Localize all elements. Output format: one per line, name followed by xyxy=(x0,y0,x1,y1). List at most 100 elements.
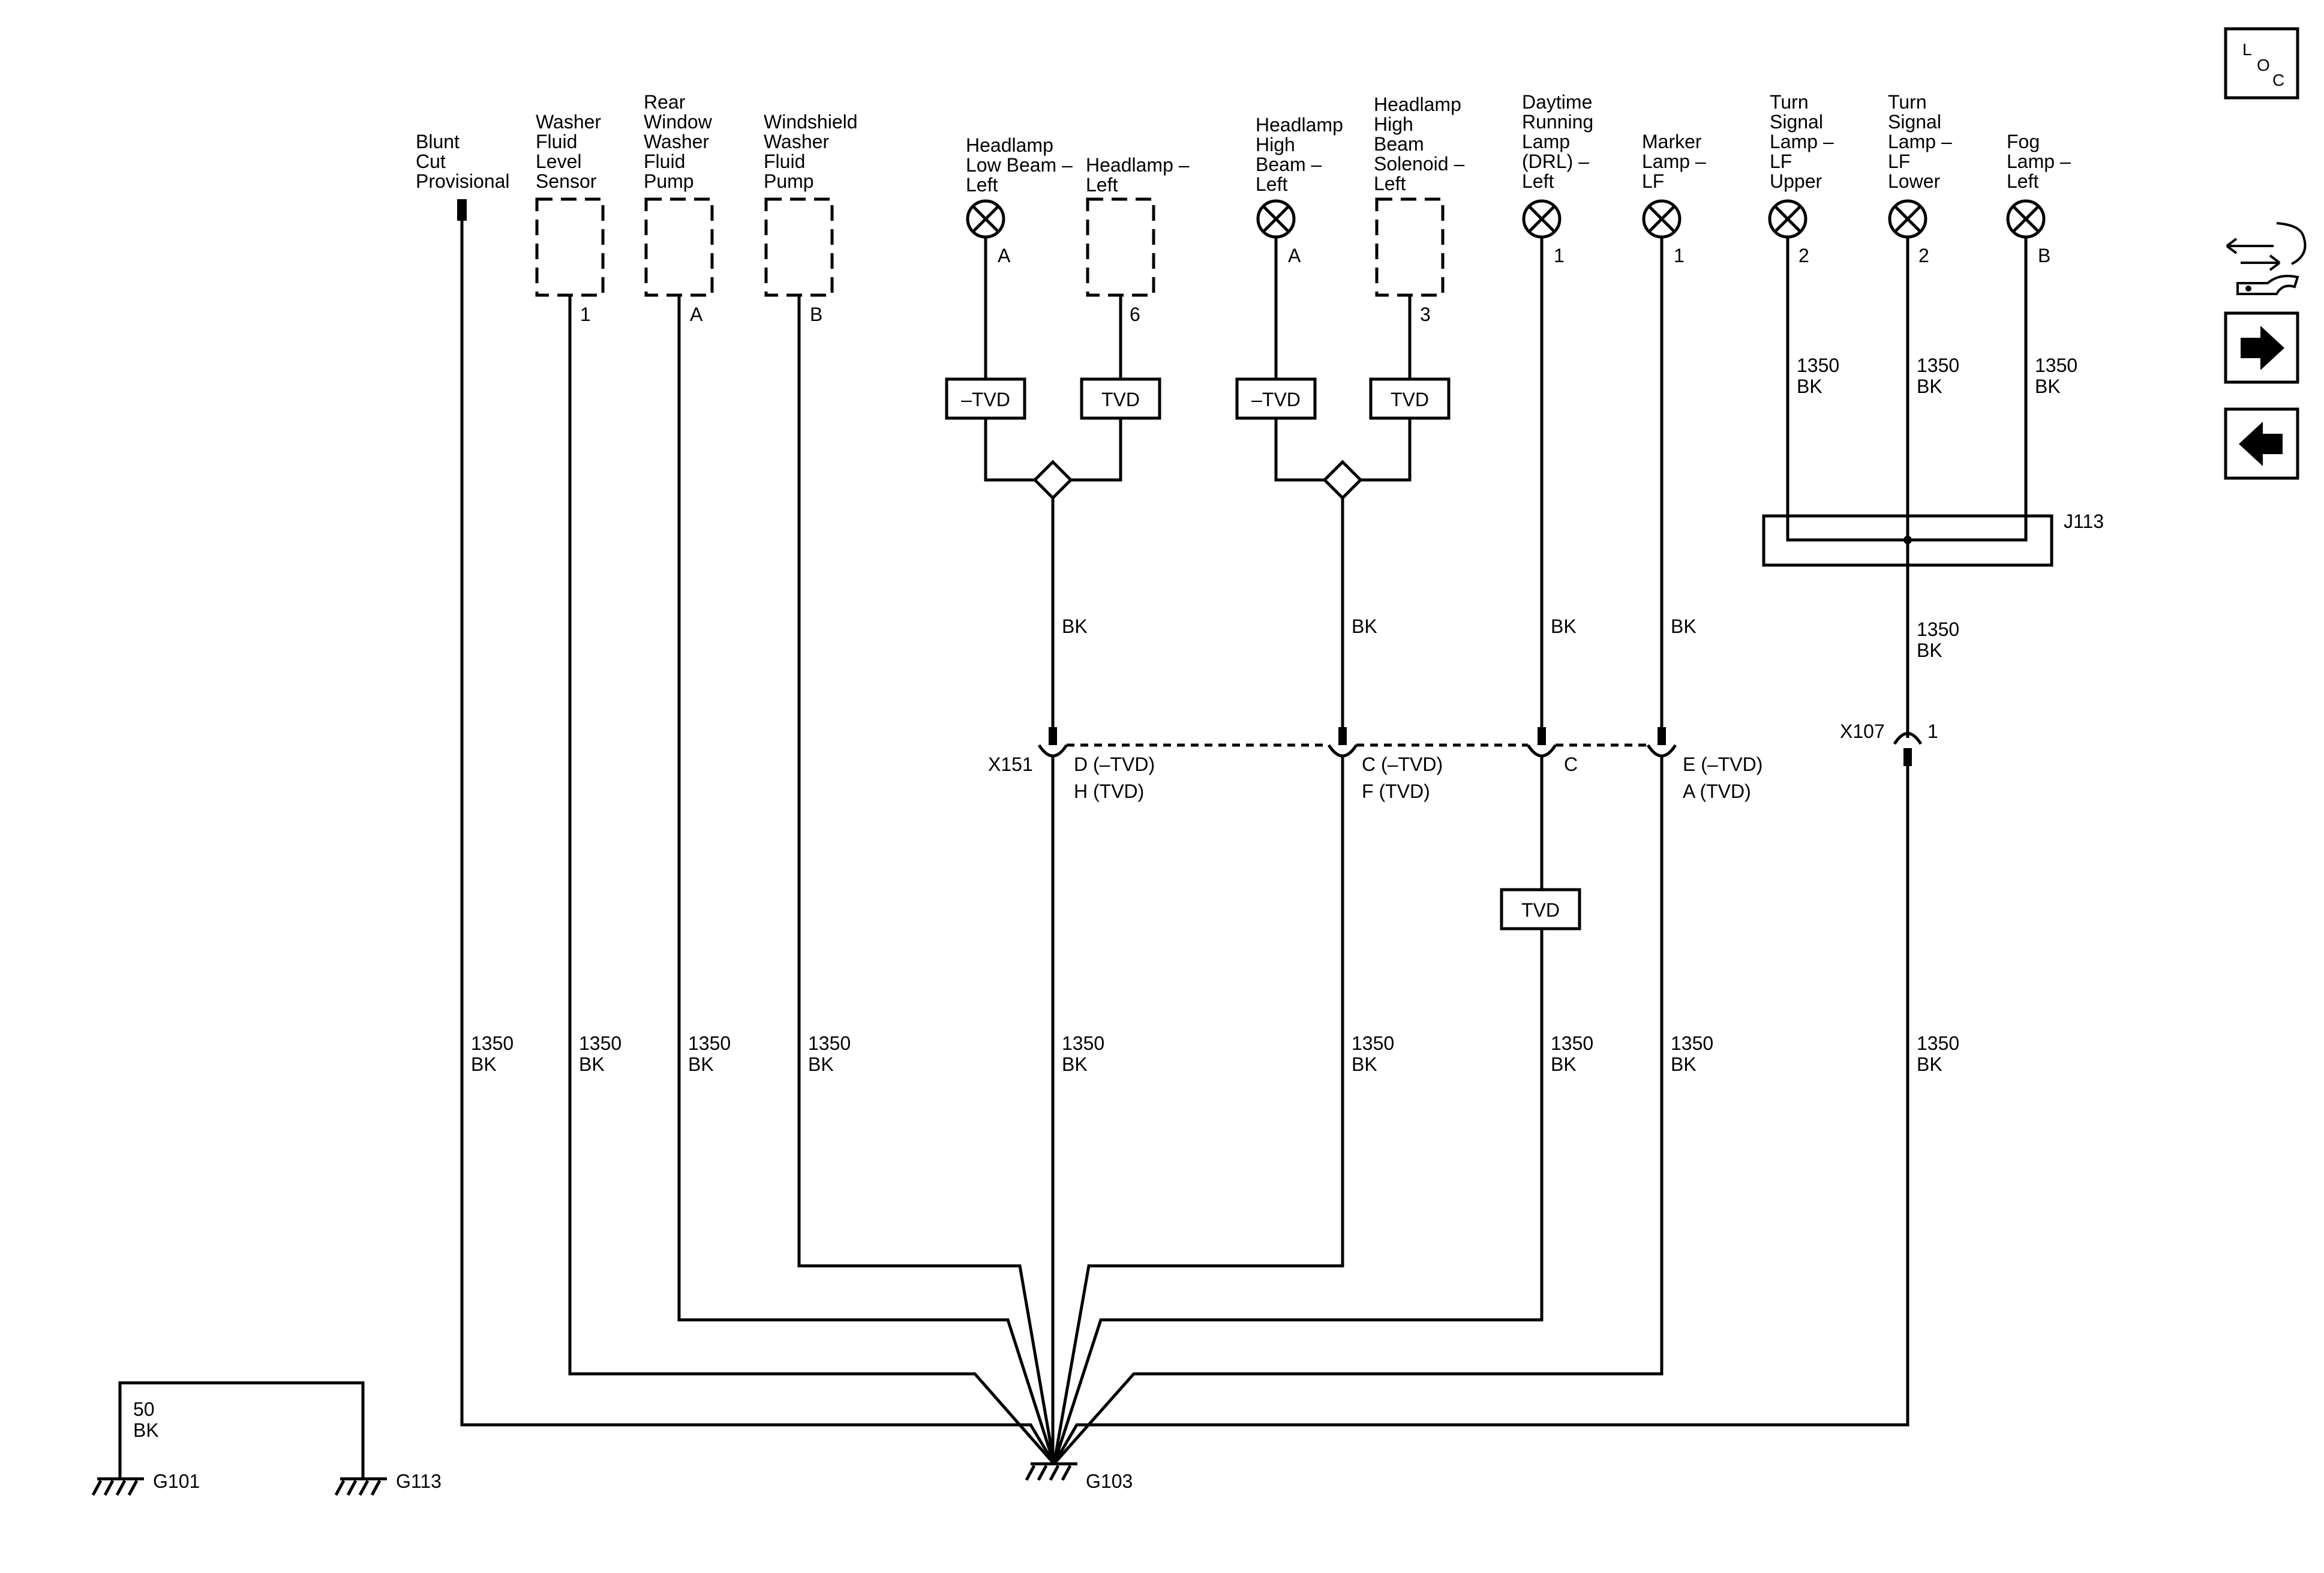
splice-pack-j113: J113 xyxy=(1762,511,2104,567)
label-line: Lower xyxy=(1888,170,1941,192)
label-line: Washer xyxy=(536,111,601,133)
x151-pin-d: D (–TVD) xyxy=(1074,754,1155,775)
pin-ws-washer: B xyxy=(810,304,822,325)
label-headlamp-left: Headlamp –Left xyxy=(1086,154,1190,196)
lamp-icon xyxy=(1522,199,1562,239)
connector-x107: X107 1 xyxy=(1840,721,1938,766)
label-line: Fluid xyxy=(536,131,577,152)
ground-g113-label: G113 xyxy=(396,1470,442,1492)
label-line: Cut xyxy=(416,151,446,172)
label-line: LF xyxy=(1888,151,1910,172)
label-line: Lamp – xyxy=(1642,151,1706,172)
ground-g101-icon: G101 xyxy=(91,1470,200,1496)
ground-g103-icon: G103 xyxy=(1025,1462,1133,1492)
lamp-icon xyxy=(966,199,1005,239)
wire-gauge: 1350 xyxy=(688,1032,731,1054)
label-line: Left xyxy=(966,174,998,196)
ws-washer-pump-box xyxy=(764,197,834,297)
wire-gauge: 1350 xyxy=(1352,1032,1394,1054)
option-tvd: TVD xyxy=(1101,389,1140,410)
lamp-icon xyxy=(2006,199,2046,239)
label-line: Pump xyxy=(764,170,814,192)
lamp-icon xyxy=(1256,199,1296,239)
label-line: Solenoid – xyxy=(1374,153,1464,175)
label-line: Headlamp xyxy=(1256,114,1343,136)
label-line: Provisional xyxy=(416,170,510,192)
label-line: Fog xyxy=(2007,131,2040,152)
wire-color: BK xyxy=(1062,1053,1088,1075)
label-line: Windshield xyxy=(764,111,858,133)
washer-level-sensor-box xyxy=(535,197,605,297)
label-line: Low Beam – xyxy=(966,154,1073,176)
wires-upper xyxy=(984,237,2028,738)
label-line: Blunt xyxy=(416,131,460,152)
option-tvd: TVD xyxy=(1521,899,1560,921)
label-line: Left xyxy=(1522,170,1554,192)
option-ntvd: –TVD xyxy=(1251,389,1301,410)
label-line: Running xyxy=(1522,111,1593,133)
wire-gauge: 1350 xyxy=(471,1032,514,1054)
label-line: Turn xyxy=(1888,91,1927,113)
x151-pin-e: E (–TVD) xyxy=(1683,754,1762,775)
option-ntvd: –TVD xyxy=(961,389,1010,410)
connector-repair-icon[interactable] xyxy=(2226,222,2307,295)
label-line: Left xyxy=(1256,173,1287,195)
label-line: Washer xyxy=(764,131,829,152)
wire-gauge: 1350 xyxy=(579,1032,621,1054)
label-line: Lamp xyxy=(1522,131,1570,152)
loc-letter-o: O xyxy=(2257,56,2270,74)
rear-washer-pump-box xyxy=(644,197,714,297)
pin-hl-left: 6 xyxy=(1130,304,1140,325)
label-line: Turn xyxy=(1770,91,1809,113)
j113-label: J113 xyxy=(2064,511,2104,532)
label-line: Left xyxy=(1086,174,1118,196)
label-line: Fluid xyxy=(764,151,805,172)
wire-color: BK xyxy=(688,1053,714,1075)
label-line: Washer xyxy=(644,131,709,152)
wire-color: BK xyxy=(2035,376,2061,397)
pin-hl-low: A xyxy=(998,245,1011,266)
left-arrow-icon xyxy=(2239,422,2283,466)
x151-pin-f: F (TVD) xyxy=(1362,781,1430,802)
label-line: Pump xyxy=(644,170,694,192)
previous-page-button[interactable] xyxy=(2224,407,2299,480)
wire-specs: 1350 BK 1350 BK 1350 BK 1350 BK BK BK BK… xyxy=(471,355,2077,1075)
label-line: High xyxy=(1374,113,1413,135)
label-line: Headlamp xyxy=(1374,94,1461,115)
pin-labels: 1 A B A 6 A 3 1 1 2 2 B xyxy=(580,245,2050,325)
x151-pin-drl: C xyxy=(1564,754,1578,775)
label-line: Headlamp – xyxy=(1086,154,1190,176)
lamp-icon xyxy=(1768,199,1807,239)
wire-color: BK xyxy=(1671,616,1697,637)
wire-color: BK xyxy=(1352,1053,1377,1075)
ground-g113-icon: G113 xyxy=(334,1470,442,1496)
pin-drl: 1 xyxy=(1554,245,1565,266)
label-line: Sensor xyxy=(536,170,597,192)
strap-gauge: 50 xyxy=(133,1398,155,1420)
label-line: Rear xyxy=(644,91,686,113)
label-line: LF xyxy=(1770,151,1792,172)
right-arrow-icon xyxy=(2241,326,2284,370)
loc-button[interactable]: L O C xyxy=(2224,27,2299,100)
label-line: LF xyxy=(1642,170,1664,192)
next-page-button[interactable] xyxy=(2224,311,2299,384)
label-line: Level xyxy=(536,151,582,172)
label-line: Window xyxy=(644,111,713,133)
label-line: Lamp – xyxy=(1770,131,1834,152)
strap-color: BK xyxy=(133,1419,159,1441)
x107-pin: 1 xyxy=(1927,721,1938,742)
x107-id: X107 xyxy=(1840,721,1885,742)
label-line: Beam – xyxy=(1256,154,1322,175)
wire-color: BK xyxy=(1551,616,1577,637)
loc-letter-c: C xyxy=(2272,71,2284,89)
x151-id: X151 xyxy=(988,754,1033,775)
